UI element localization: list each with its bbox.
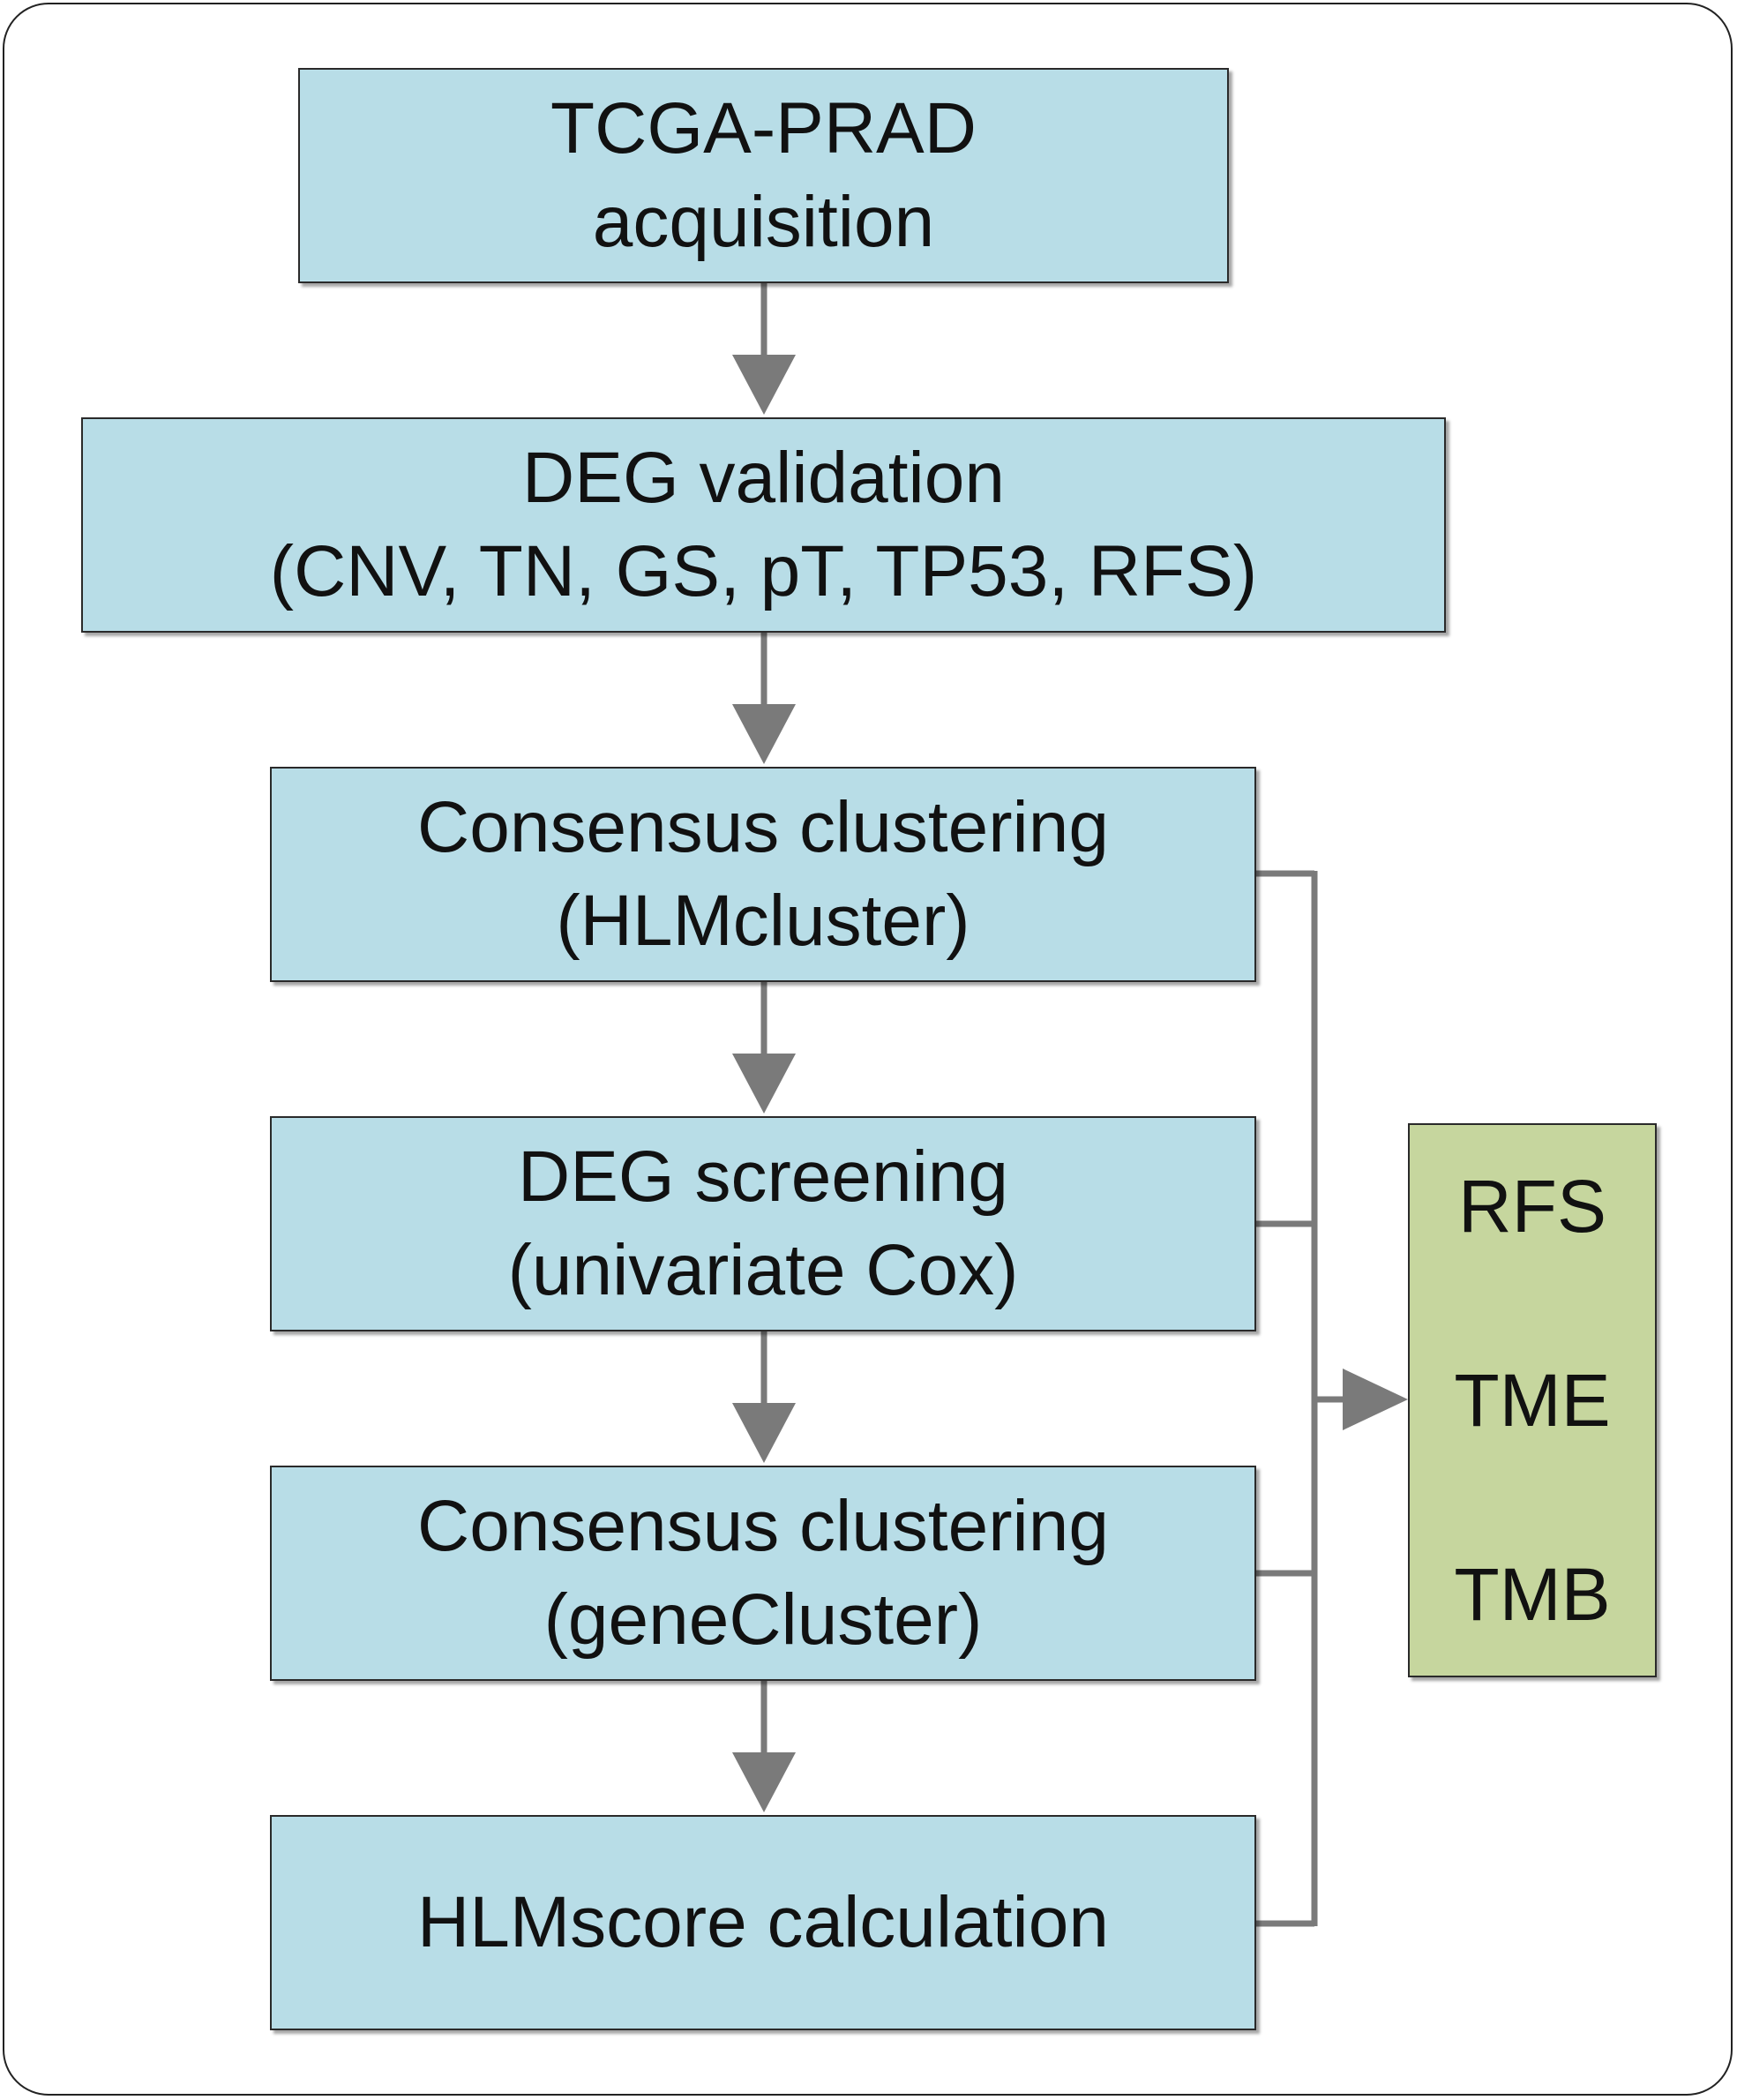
step-line-1: TCGA-PRAD [550, 88, 977, 169]
arrow-head-2 [732, 704, 796, 764]
step-hlmscore-calculation: HLMscore calculation [270, 1815, 1256, 2030]
step-consensus-clustering-hlmcluster: Consensus clustering (HLMcluster) [270, 767, 1256, 982]
step-deg-validation: DEG validation (CNV, TN, GS, pT, TP53, R… [81, 417, 1446, 633]
step-line-1: DEG validation [522, 438, 1005, 518]
step-consensus-clustering-genecluster: Consensus clustering (geneCluster) [270, 1466, 1256, 1681]
step-line-2: (geneCluster) [543, 1579, 983, 1660]
step-line-1: Consensus clustering [417, 787, 1109, 867]
step-line-1: Consensus clustering [417, 1486, 1109, 1566]
arrow-head-5 [732, 1752, 796, 1812]
outcome-rfs: RFS [1458, 1165, 1606, 1248]
step-line-2: (CNV, TN, GS, pT, TP53, RFS) [269, 531, 1258, 611]
diagram-frame [3, 3, 1733, 2096]
step-line-1: HLMscore calculation [417, 1882, 1109, 1962]
step-line-2: (univariate Cox) [507, 1230, 1019, 1310]
arrow-head-1 [732, 355, 796, 415]
bracket-output-head [1343, 1369, 1408, 1430]
outcomes-box: RFS TME TMB [1408, 1123, 1657, 1677]
step-line-1: DEG screening [517, 1136, 1009, 1217]
arrow-head-4 [732, 1403, 796, 1463]
outcome-tme: TME [1454, 1359, 1611, 1442]
outcome-tmb: TMB [1454, 1553, 1611, 1636]
step-tcga-prad-acquisition: TCGA-PRAD acquisition [298, 68, 1229, 283]
step-deg-screening: DEG screening (univariate Cox) [270, 1116, 1256, 1331]
step-line-2: (HLMcluster) [556, 881, 970, 961]
arrow-head-3 [732, 1054, 796, 1114]
step-line-2: acquisition [592, 182, 935, 262]
